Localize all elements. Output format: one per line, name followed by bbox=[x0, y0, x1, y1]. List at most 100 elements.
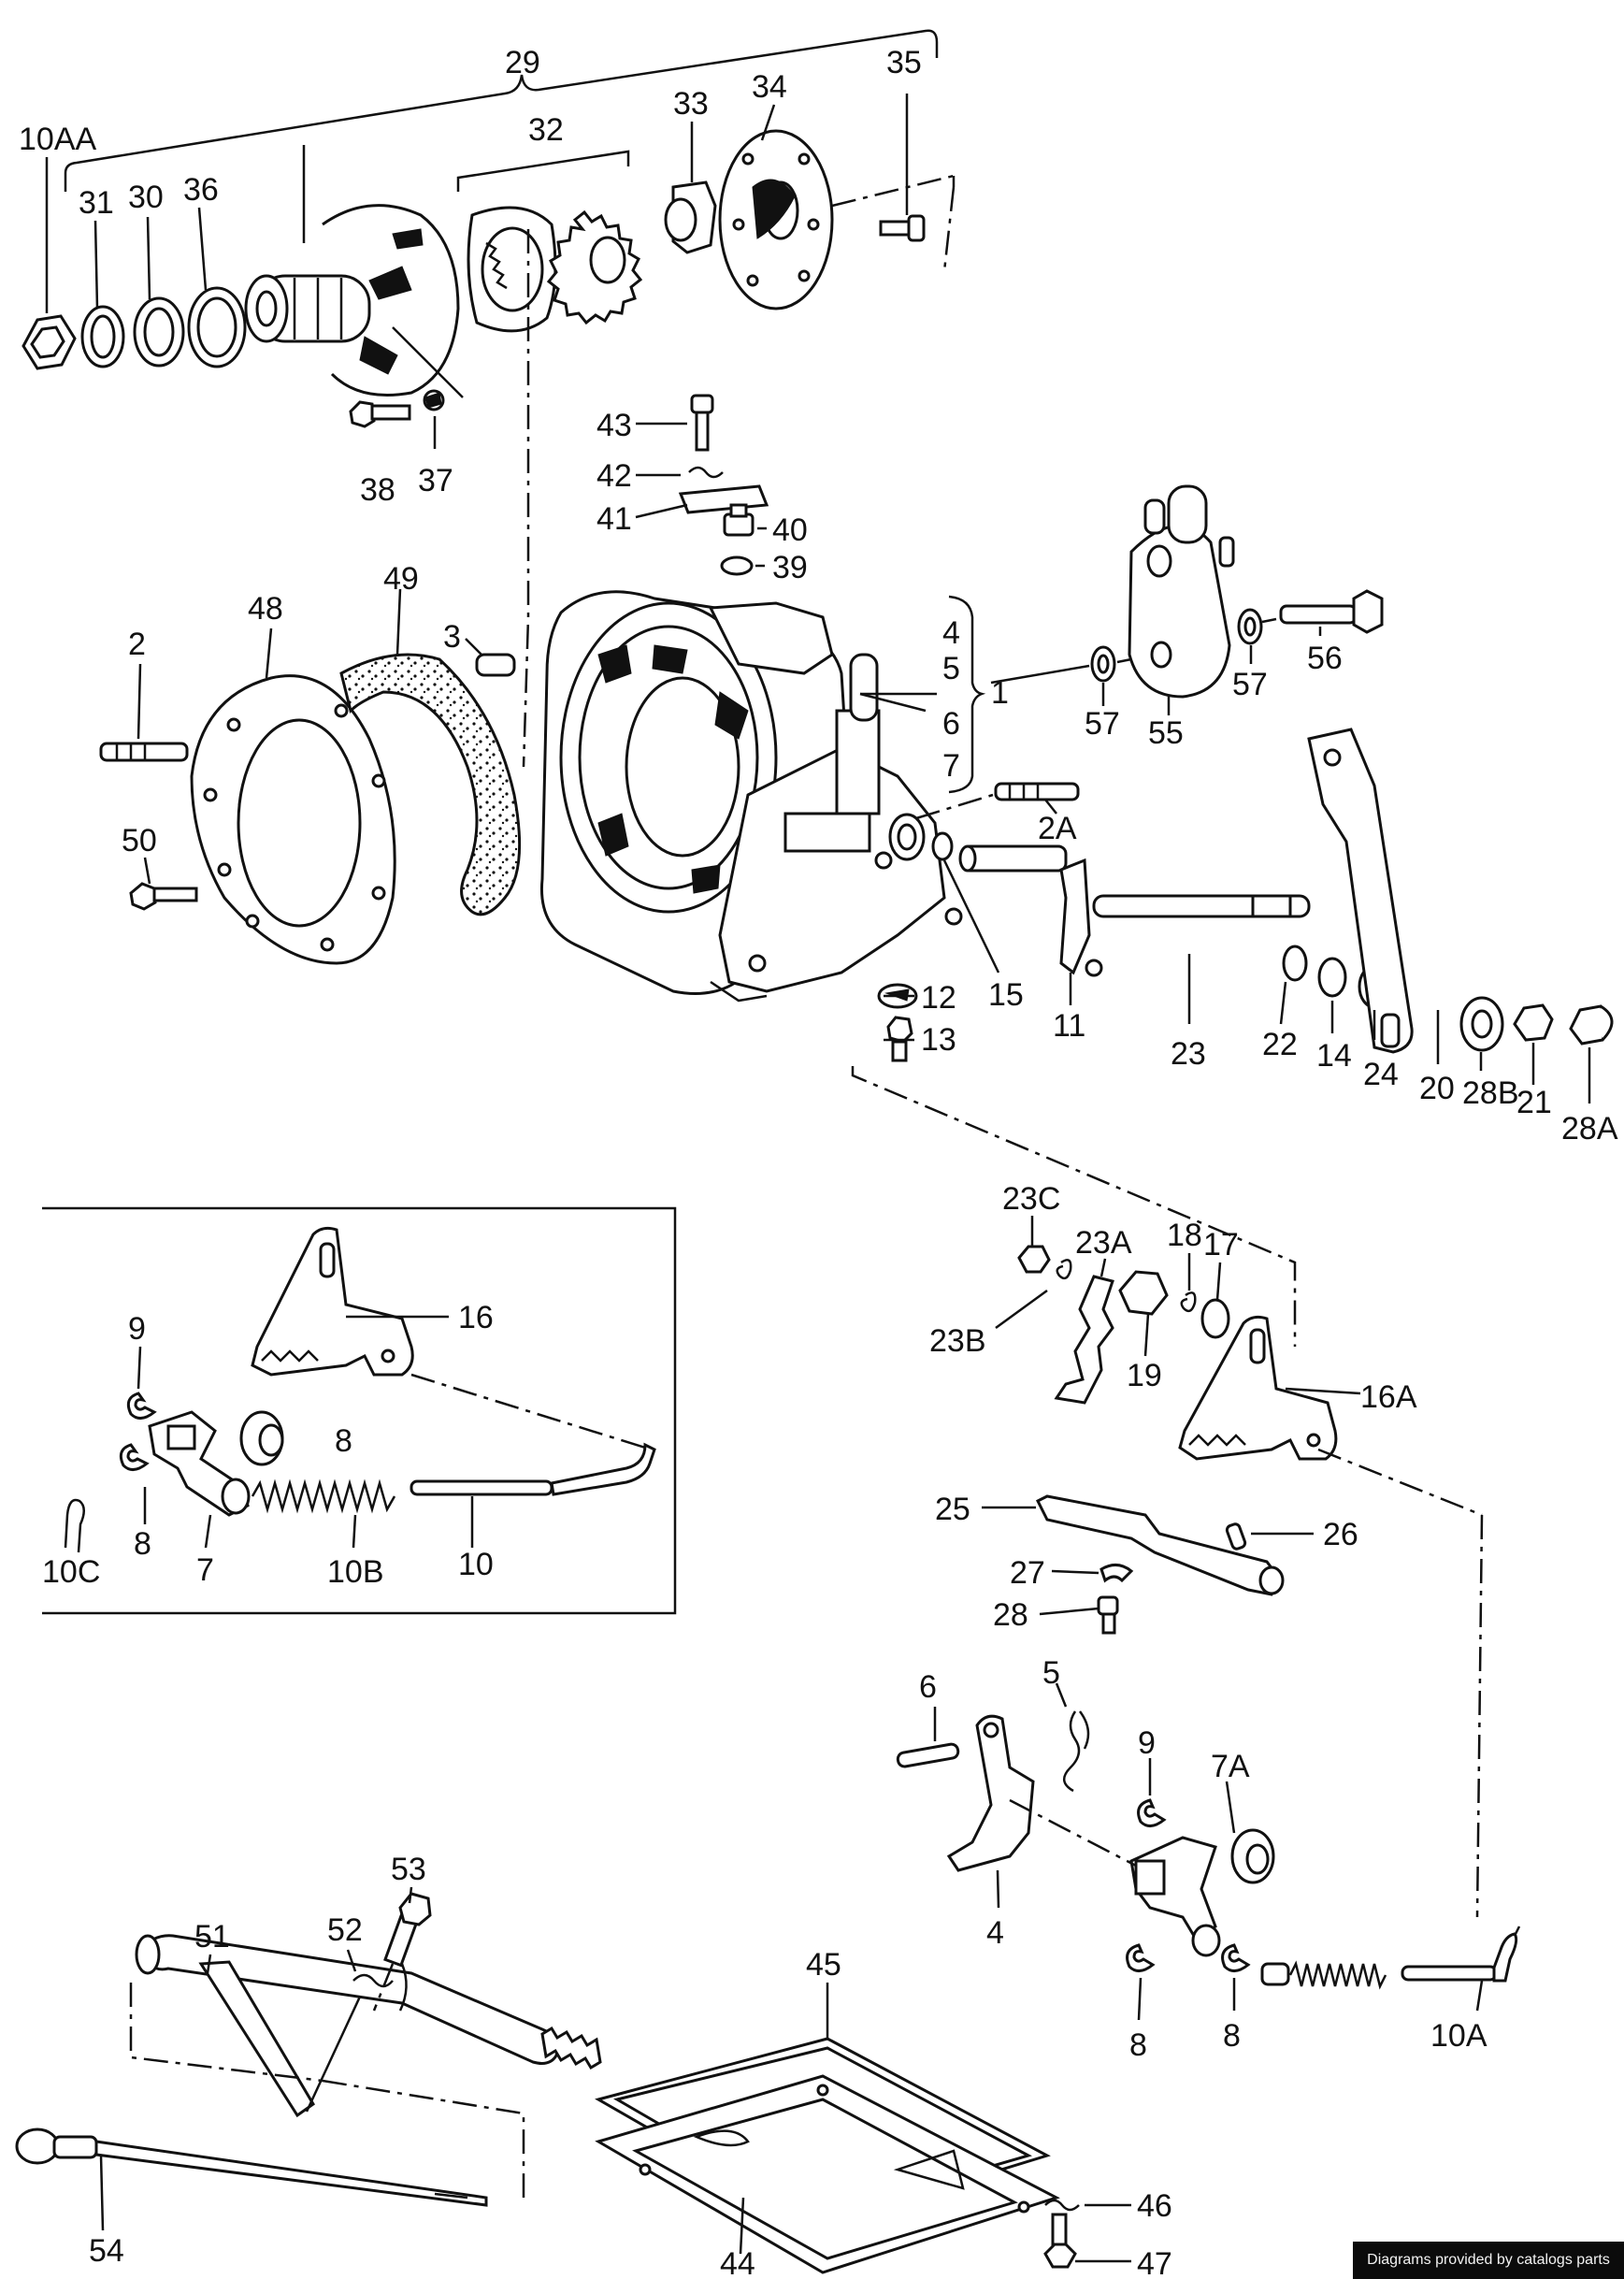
label-6-lower: 6 bbox=[919, 1669, 937, 1705]
label-26: 26 bbox=[1323, 1517, 1358, 1552]
label-37: 37 bbox=[418, 463, 453, 498]
cap-nut-28A bbox=[1569, 1004, 1614, 1046]
bolt-56 bbox=[1279, 589, 1384, 634]
label-30: 30 bbox=[128, 180, 164, 215]
label-45: 45 bbox=[806, 1947, 841, 1983]
stud-2 bbox=[99, 742, 189, 762]
cover-plate-34 bbox=[718, 129, 834, 310]
label-15: 15 bbox=[988, 977, 1024, 1013]
label-57-left: 57 bbox=[1085, 706, 1120, 742]
dipstick-54 bbox=[15, 2128, 488, 2207]
label-22: 22 bbox=[1262, 1027, 1298, 1062]
label-32: 32 bbox=[528, 112, 564, 148]
label-47: 47 bbox=[1137, 2246, 1172, 2279]
label-39: 39 bbox=[772, 550, 808, 585]
screw-3 bbox=[475, 653, 516, 677]
nut-19 bbox=[1118, 1270, 1169, 1316]
screw-13 bbox=[886, 1016, 913, 1062]
detent-lever-7A bbox=[1129, 1828, 1275, 1957]
label-inset-9: 9 bbox=[128, 1311, 146, 1347]
label-inset-10: 10 bbox=[458, 1547, 494, 1582]
label-46: 46 bbox=[1137, 2188, 1172, 2224]
label-56: 56 bbox=[1307, 641, 1343, 676]
label-41: 41 bbox=[596, 501, 632, 537]
lever-25 bbox=[1035, 1494, 1285, 1596]
label-48: 48 bbox=[248, 591, 283, 627]
label-10AA: 10AA bbox=[19, 122, 96, 157]
oil-pan-group bbox=[15, 1892, 1080, 2274]
label-24: 24 bbox=[1363, 1057, 1399, 1092]
label-17: 17 bbox=[1203, 1227, 1239, 1262]
bolt-53 bbox=[383, 1892, 432, 1968]
detent-lever-7 bbox=[148, 1410, 284, 1517]
label-36: 36 bbox=[183, 172, 219, 208]
label-50: 50 bbox=[122, 823, 157, 858]
label-43: 43 bbox=[596, 408, 632, 443]
label-28A: 28A bbox=[1561, 1111, 1618, 1147]
label-44: 44 bbox=[720, 2246, 755, 2279]
plate-48 bbox=[190, 674, 396, 965]
label-54: 54 bbox=[89, 2233, 124, 2269]
label-52: 52 bbox=[327, 1912, 363, 1948]
plate-41 bbox=[678, 484, 769, 514]
label-inset-16: 16 bbox=[458, 1300, 494, 1335]
top-callouts: 29 10AA 31 30 36 32 33 34 35 38 37 bbox=[19, 45, 922, 508]
label-57-right: 57 bbox=[1232, 667, 1268, 702]
label-21: 21 bbox=[1516, 1085, 1552, 1120]
nut-23C bbox=[1017, 1245, 1051, 1274]
detent-detail-group bbox=[896, 1245, 1521, 1990]
label-16A: 16A bbox=[1360, 1379, 1417, 1415]
pin-6 bbox=[896, 1742, 960, 1768]
label-40: 40 bbox=[772, 512, 808, 548]
label-27: 27 bbox=[1010, 1555, 1045, 1591]
label-7A: 7A bbox=[1211, 1749, 1250, 1784]
housing-main bbox=[539, 590, 963, 1002]
spring-10B bbox=[251, 1478, 396, 1514]
circlip-8-right-b bbox=[1221, 1943, 1251, 1972]
lever-20 bbox=[1307, 728, 1414, 1054]
pump-assembly-group bbox=[22, 29, 956, 428]
screw-35 bbox=[879, 214, 926, 242]
label-11: 11 bbox=[1053, 1008, 1085, 1044]
washer-28B bbox=[1459, 996, 1504, 1052]
label-9-lower: 9 bbox=[1138, 1725, 1156, 1761]
label-28: 28 bbox=[993, 1597, 1028, 1633]
label-42: 42 bbox=[596, 458, 632, 494]
label-38: 38 bbox=[360, 472, 395, 508]
gear-set-32 bbox=[467, 206, 643, 333]
label-53: 53 bbox=[391, 1852, 426, 1887]
label-29: 29 bbox=[505, 45, 540, 80]
washer-17 bbox=[1200, 1298, 1230, 1339]
washer-18 bbox=[1180, 1291, 1197, 1313]
circlip-8-right-a bbox=[1126, 1943, 1156, 1972]
circlip-8 bbox=[119, 1443, 150, 1471]
o-ring-39 bbox=[720, 555, 754, 576]
o-ring-15 bbox=[931, 831, 954, 861]
washer-46 bbox=[1044, 2199, 1080, 2212]
washer-14 bbox=[1317, 957, 1347, 998]
label-6: 6 bbox=[942, 706, 960, 742]
bolt-43 bbox=[690, 394, 714, 452]
oil-pan-44 bbox=[595, 2074, 1060, 2274]
ring-22 bbox=[1282, 945, 1308, 982]
label-55: 55 bbox=[1148, 715, 1184, 751]
label-28B: 28B bbox=[1462, 1075, 1519, 1111]
label-inset-7: 7 bbox=[196, 1552, 214, 1588]
label-5: 5 bbox=[942, 651, 960, 686]
label-1: 1 bbox=[991, 675, 1009, 711]
selector-shaft-11 bbox=[958, 844, 1103, 977]
label-inset-8-upper: 8 bbox=[335, 1423, 352, 1459]
pump-body-29 bbox=[244, 204, 460, 397]
drive-shaft-33 bbox=[664, 180, 717, 254]
label-23C: 23C bbox=[1002, 1181, 1060, 1217]
label-34: 34 bbox=[752, 69, 787, 105]
rod-10A bbox=[1260, 1932, 1518, 1990]
label-inset-10B: 10B bbox=[327, 1554, 384, 1590]
spring-plate-23A bbox=[1054, 1275, 1114, 1405]
drain-plug-47 bbox=[1043, 2213, 1077, 2269]
washer-23B bbox=[1056, 1259, 1072, 1280]
label-33: 33 bbox=[673, 86, 709, 122]
bottom-callouts: 53 51 52 45 54 46 47 44 bbox=[89, 1852, 1172, 2279]
